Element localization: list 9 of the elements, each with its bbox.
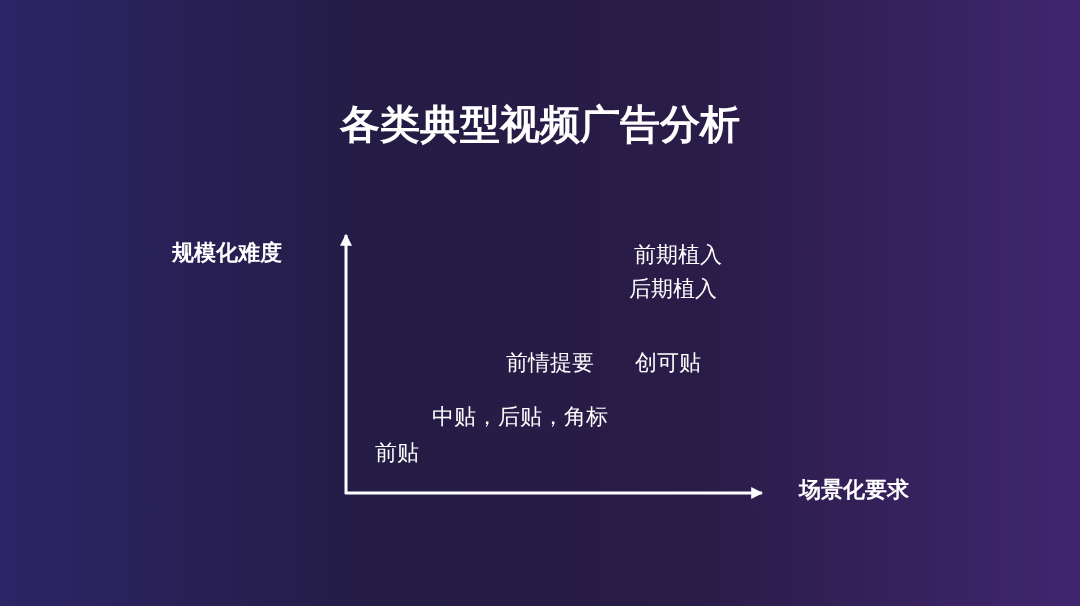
chart-label: 前贴	[375, 440, 419, 467]
chart-label: 前情提要	[506, 350, 594, 377]
chart-label: 创可贴	[635, 350, 701, 377]
axis-label: 场景化要求	[799, 477, 909, 504]
chart-label: 前期植入	[634, 242, 722, 269]
axis-label: 规模化难度	[172, 240, 282, 267]
chart-label: 后期植入	[629, 276, 717, 303]
chart-label: 中贴，后贴，角标	[432, 404, 608, 431]
title: 各类典型视频广告分析	[339, 100, 741, 148]
